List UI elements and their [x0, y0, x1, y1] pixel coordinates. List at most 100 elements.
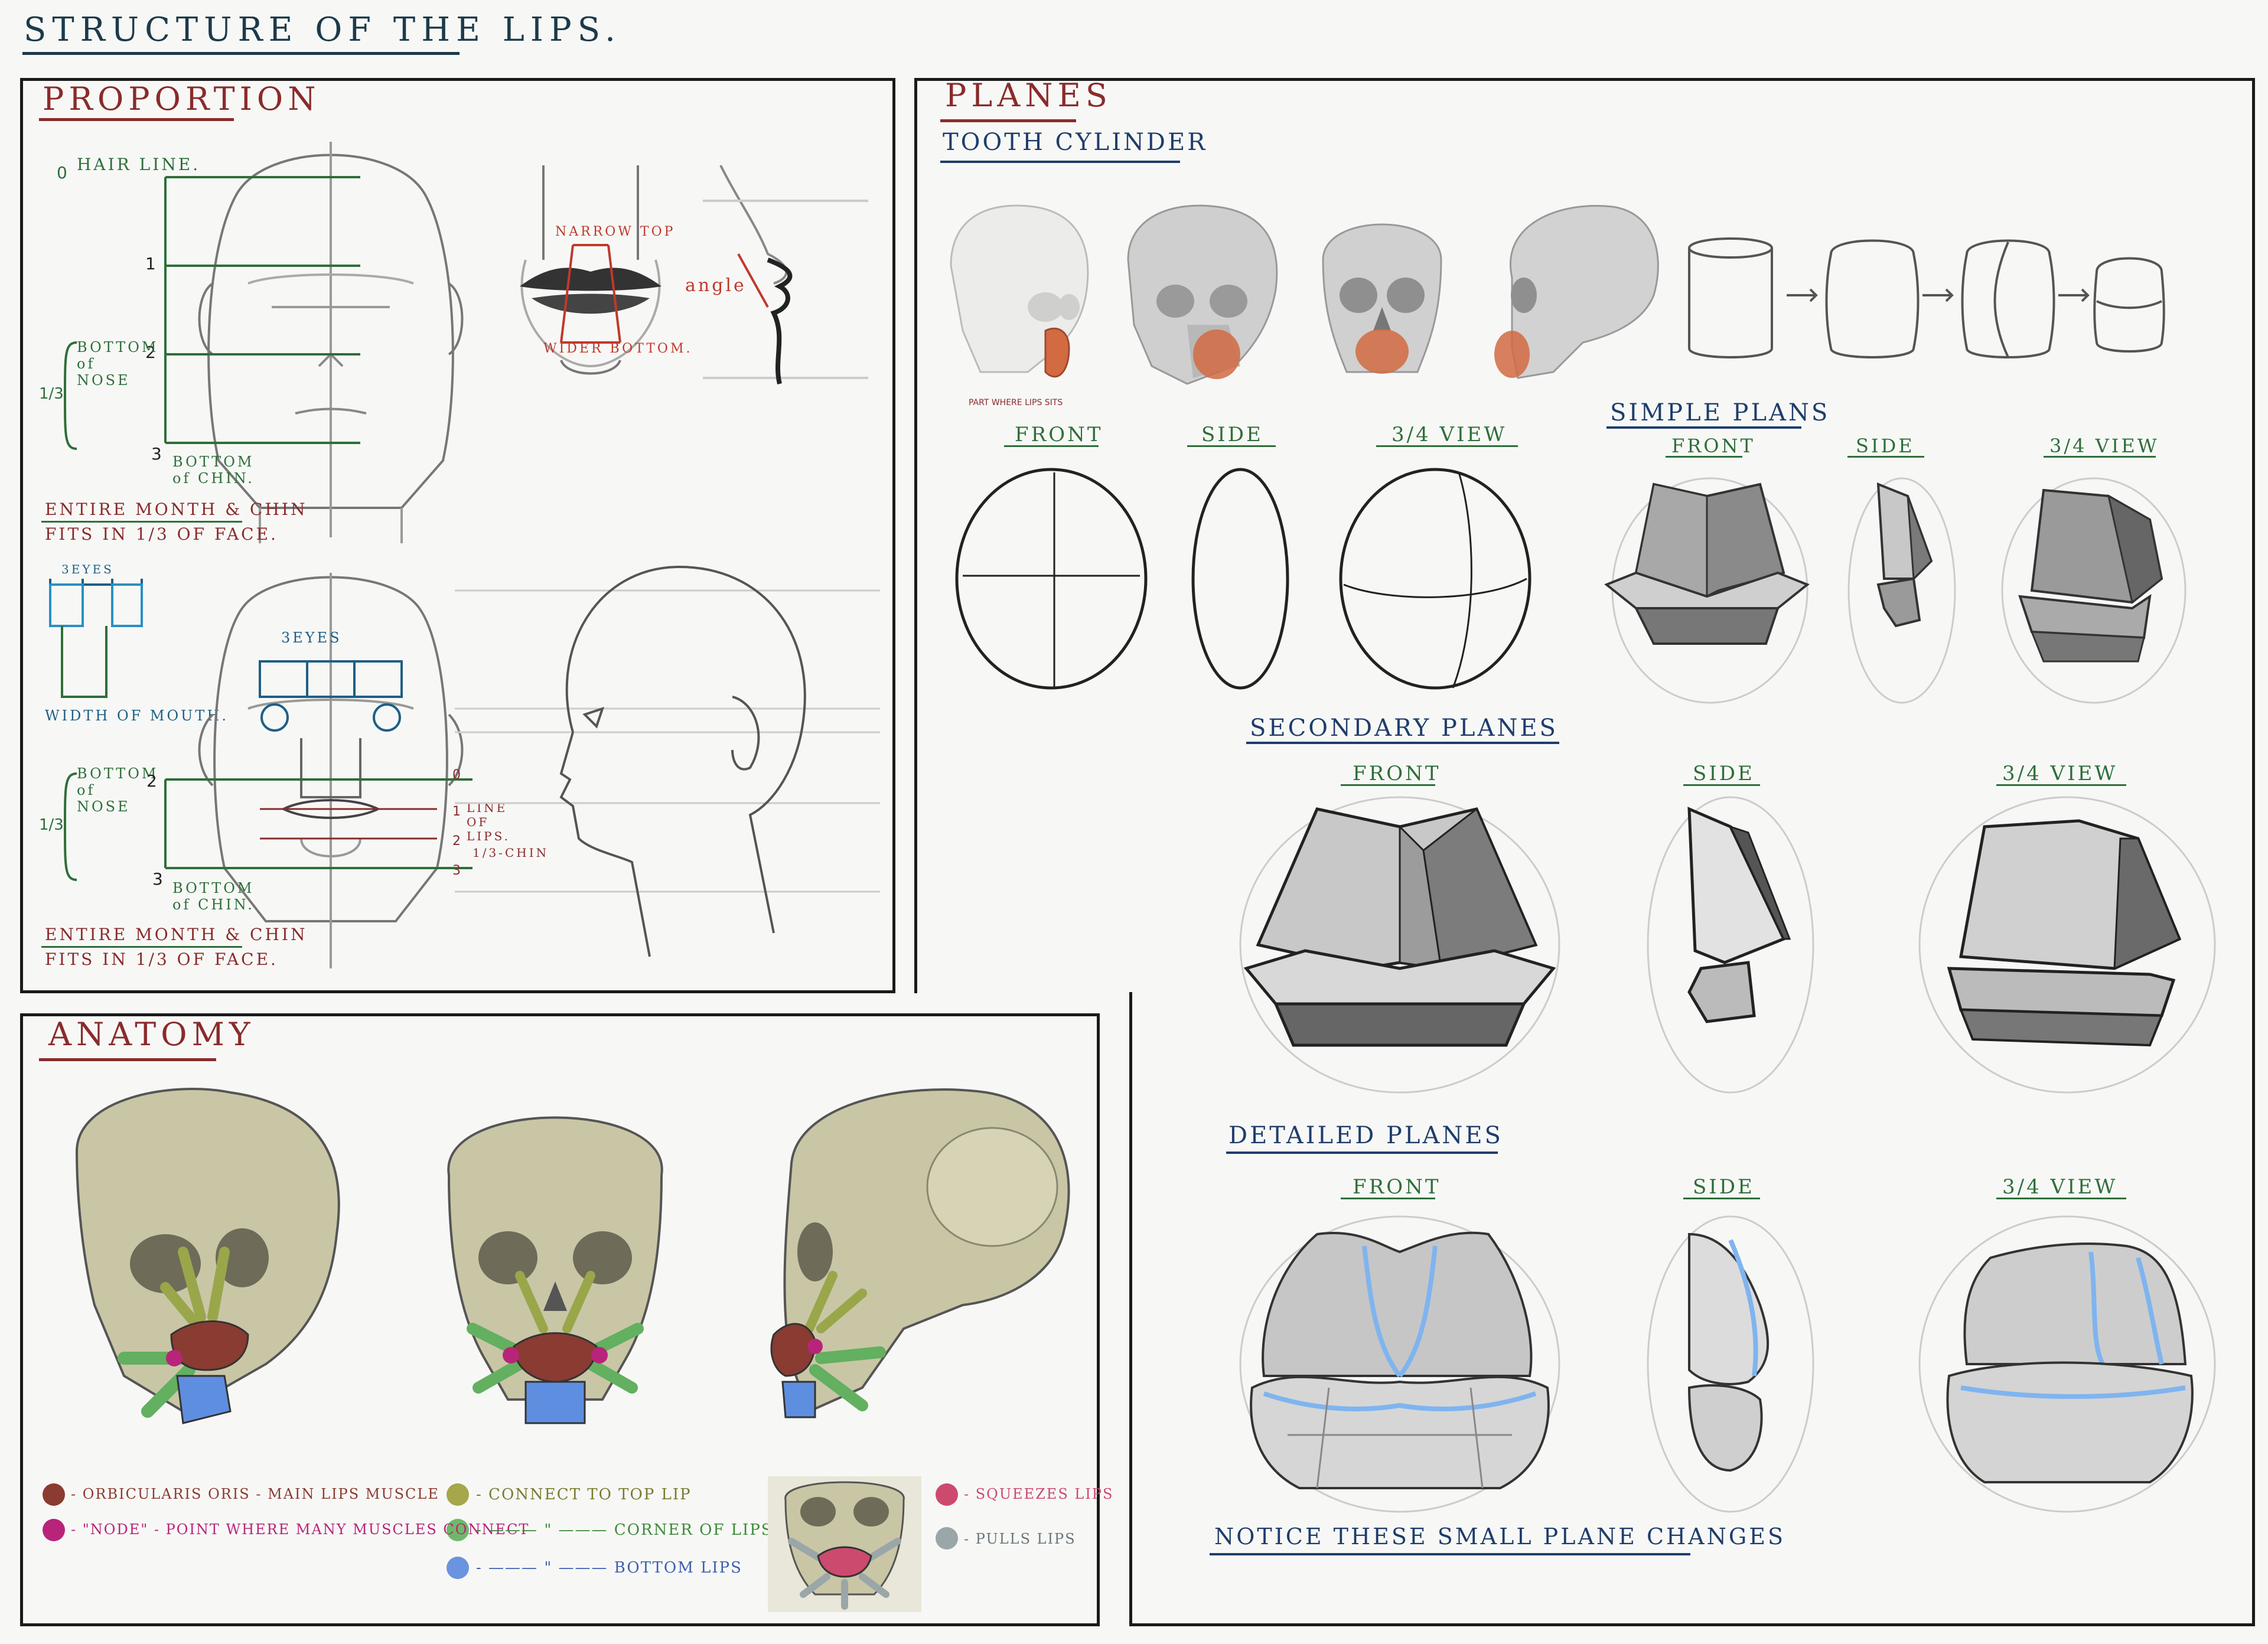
detailed-side-label: SIDE — [1693, 1175, 1755, 1199]
legend-label-corner: - ——— " ——— CORNER OF LIPS. — [476, 1521, 778, 1539]
mark-1: 1 — [145, 254, 156, 273]
bottom-of-nose-label-2: BOTTOM of NOSE — [77, 765, 159, 815]
simple-3q-label: 3/4 VIEW — [2049, 435, 2159, 457]
legend-dot-orbicularis — [43, 1483, 65, 1506]
detailed-front-label: FRONT — [1353, 1175, 1441, 1199]
planes-panel-extension — [1129, 992, 2255, 1626]
simple-3q-underline — [2044, 456, 2156, 458]
tooth-side-label: SIDE — [1201, 423, 1263, 446]
simple-planes-underline — [1606, 426, 1801, 429]
page-title: STRUCTURE OF THE LIPS. — [24, 11, 621, 49]
detailed-planes-underline — [1226, 1152, 1498, 1154]
side-mark-2: 2 — [452, 834, 461, 849]
tooth-front-label: FRONT — [1015, 423, 1103, 446]
legend-label-orbicularis: - ORBICULARIS ORIS - MAIN LIPS MUSCLE — [71, 1486, 439, 1502]
lips-front-closeup — [520, 165, 662, 375]
notice-underline — [1210, 1553, 1690, 1555]
width-of-mouth-label: WIDTH OF MOUTH. — [45, 707, 229, 724]
title-underline — [22, 52, 460, 55]
detailed-planes-label: DETAILED PLANES — [1228, 1122, 1503, 1149]
skull-front-gray — [1322, 223, 1442, 374]
proportion-panel — [20, 78, 895, 993]
note-bottom-line2: FITS IN 1/3 OF FACE. — [45, 950, 278, 969]
hairline-label: HAIR LINE. — [77, 155, 201, 174]
detailed-planes-3q — [1918, 1215, 2216, 1513]
simple-planes-front — [1604, 477, 1810, 704]
side-mark-0: 0 — [452, 768, 461, 782]
anatomy-title-underline — [39, 1058, 216, 1061]
note-bottom-underline — [41, 946, 242, 948]
simple-planes-side — [1847, 477, 1956, 704]
secondary-front-underline — [1341, 784, 1435, 786]
secondary-planes-label: SECONDARY PLANES — [1250, 715, 1558, 742]
mark-0: 0 — [57, 163, 67, 182]
anatomy-panel — [20, 1013, 1100, 1626]
simple-front-label: FRONT — [1671, 435, 1755, 457]
tooth-ellipses — [955, 468, 1531, 690]
tooth-3q-underline — [1376, 445, 1518, 447]
secondary-planes-side — [1647, 796, 1814, 1094]
note-top-line1: ENTIRE MONTH & CHIN — [45, 500, 308, 519]
one-third-label: 1/3 — [39, 385, 64, 403]
detailed-front-underline — [1341, 1198, 1435, 1199]
secondary-3q-underline — [1996, 784, 2126, 786]
notice-label: NOTICE THESE SMALL PLANE CHANGES — [1214, 1524, 1786, 1550]
mark-2-bottom: 2 — [146, 771, 157, 791]
planes-panel — [914, 78, 2255, 993]
detailed-3q-underline — [1996, 1198, 2126, 1199]
legend-label-bottom: - ——— " ——— BOTTOM LIPS — [476, 1559, 742, 1577]
legend-label-pulls: - PULLS LIPS — [964, 1531, 1076, 1547]
third-bracket-bottom — [63, 772, 77, 881]
side-mark-1: 1 — [452, 804, 461, 819]
legend-dot-pulls — [936, 1527, 958, 1550]
secondary-front-label: FRONT — [1353, 762, 1441, 785]
bottom-of-chin-label: BOTTOM of CHIN. — [172, 454, 255, 487]
third-bracket-top — [63, 341, 77, 450]
planes-title: PLANES — [945, 77, 1112, 114]
simple-planes-label: SIMPLE PLANS — [1610, 399, 1830, 426]
anatomy-skull-front — [447, 1116, 663, 1424]
skull-side-gray — [1494, 205, 1659, 379]
note-top-underline — [41, 521, 242, 523]
bottom-of-chin-label-2: BOTTOM of CHIN. — [172, 880, 255, 913]
tooth-front-underline — [1004, 445, 1099, 447]
wider-bottom-label: WIDER BOTTOM. — [543, 341, 693, 356]
bottom-of-nose-label: BOTTOM of NOSE — [77, 339, 159, 389]
mark-2: 2 — [145, 342, 156, 362]
anatomy-skull-side — [770, 1088, 1070, 1418]
simple-side-underline — [1847, 456, 1924, 458]
secondary-side-underline — [1683, 784, 1760, 786]
anatomy-skull-3q — [75, 1088, 340, 1424]
simple-side-label: SIDE — [1856, 435, 1915, 457]
skull-3q-gray — [1127, 204, 1278, 385]
legend-label-connect-top: - CONNECT TO TOP LIP — [476, 1486, 692, 1503]
legend-dot-squeezes — [936, 1483, 958, 1506]
detailed-planes-front — [1239, 1215, 1560, 1513]
narrow-top-label: NARROW TOP — [555, 224, 676, 239]
width-of-mouth-diagram — [49, 579, 143, 698]
cylinder-progression — [1688, 237, 2165, 358]
secondary-side-label: SIDE — [1693, 762, 1755, 785]
detailed-side-underline — [1683, 1198, 1760, 1199]
simple-planes-3q — [2001, 477, 2186, 704]
planes-title-underline — [940, 119, 1076, 122]
chin-third-label: 1/3-CHIN — [472, 846, 549, 860]
front-head-sketch-top — [164, 142, 464, 543]
legend-label-node: - "NODE" - POINT WHERE MANY MUSCLES CONN… — [71, 1521, 530, 1538]
legend-dot-corner — [447, 1519, 469, 1541]
legend-label-squeezes: - SQUEEZES LIPS — [964, 1486, 1114, 1502]
proportion-title: PROPORTION — [43, 80, 321, 118]
tooth-3q-label: 3/4 VIEW — [1392, 423, 1507, 446]
three-eyes-small-label: 3EYES — [61, 562, 114, 576]
tooth-cylinder-label: TOOTH CYLINDER — [943, 129, 1208, 156]
secondary-3q-label: 3/4 VIEW — [2002, 762, 2118, 785]
tooth-side-underline — [1187, 445, 1276, 447]
legend-dot-bottom — [447, 1557, 469, 1579]
secondary-planes-front — [1239, 796, 1560, 1094]
lips-side-profile — [703, 165, 868, 384]
side-mark-3: 3 — [452, 863, 461, 878]
note-top-line2: FITS IN 1/3 OF FACE. — [45, 524, 278, 544]
anatomy-title: ANATOMY — [48, 1016, 255, 1053]
skull-3q-light — [950, 204, 1089, 378]
secondary-planes-underline — [1246, 742, 1559, 744]
